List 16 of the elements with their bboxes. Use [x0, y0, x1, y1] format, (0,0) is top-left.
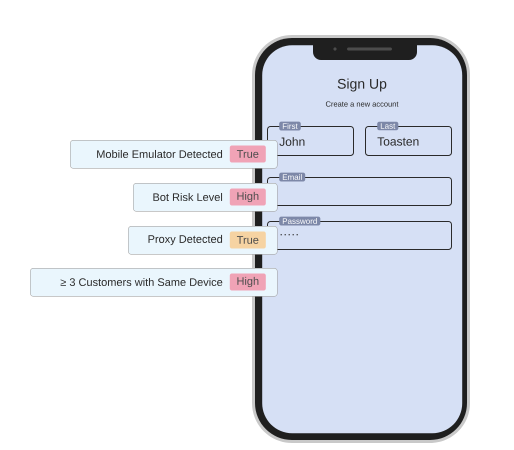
field-label: Password: [279, 216, 320, 226]
status-badge: High: [230, 188, 266, 206]
signal-name: ≥ 3 Customers with Same Device: [60, 278, 222, 286]
field-label: Last: [377, 122, 398, 130]
field-label: First: [279, 122, 301, 130]
field-value: ·····: [280, 234, 298, 236]
status-badge: True: [230, 146, 266, 162]
signal-name: Bot Risk Level: [153, 192, 222, 202]
signal-name: Proxy Detected: [148, 234, 222, 246]
signal-name: Mobile Emulator Detected: [97, 150, 222, 158]
title: Sign Up: [338, 78, 386, 92]
status-badge: True: [230, 232, 266, 248]
status-badge: High: [230, 274, 266, 290]
field-label: Email: [279, 172, 306, 182]
field-value: Toasten: [377, 137, 418, 146]
field-value: John: [279, 137, 304, 146]
